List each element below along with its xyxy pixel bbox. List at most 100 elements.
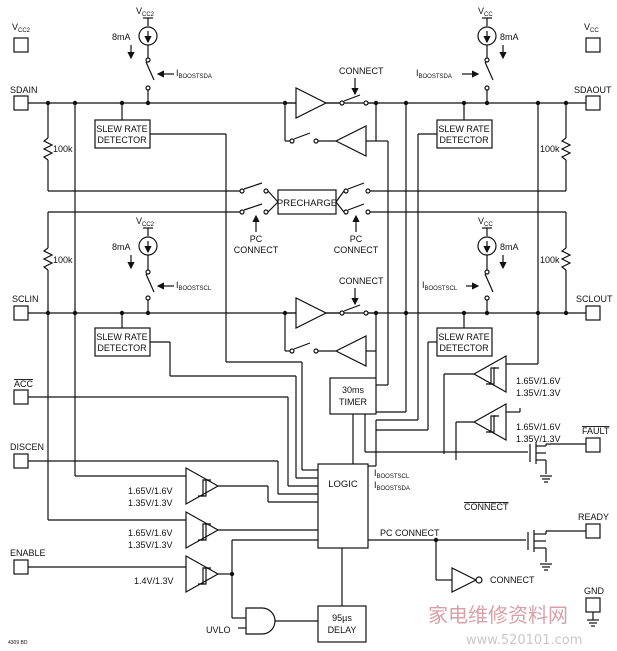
logic-output-iboostscl: IBOOSTSCL [374,468,410,480]
buffer-sda: CONNECT [284,66,384,157]
svg-text:DETECTOR: DETECTOR [439,135,489,145]
svg-text:ENABLE: ENABLE [10,548,46,558]
pin-sdaout: SDAOUT [574,85,612,111]
pin-vcc2-left: VCC2 [12,22,31,53]
svg-text:95µs: 95µs [332,613,352,623]
svg-text:8mA: 8mA [500,242,519,252]
svg-text:CONNECT: CONNECT [234,245,279,255]
pin-sclin: SCLIN [12,294,39,321]
buffer-scl: CONNECT [284,276,384,367]
svg-text:1.35V/1.3V: 1.35V/1.3V [516,388,561,398]
svg-text:1.35V/1.3V: 1.35V/1.3V [128,498,173,508]
pin-discen: DISCEN [10,442,318,495]
svg-text:CONNECT: CONNECT [490,575,535,585]
resistor-sclout: 100k [540,212,572,313]
svg-text:CONNECT: CONNECT [334,245,379,255]
svg-text:IBOOSTSDA: IBOOSTSDA [176,68,212,80]
svg-text:VCC2: VCC2 [136,216,155,228]
current-source-vcc2-scl: VCC2 8mA IBOOSTSCL [112,216,212,313]
svg-text:1.35V/1.3V: 1.35V/1.3V [516,434,561,444]
timer-block: 30ms TIMER [329,140,389,464]
svg-text:SLEW RATE: SLEW RATE [96,124,147,134]
inverter-connect: CONNECT [451,567,535,593]
pin-fault: FAULT [582,426,610,453]
watermark-chinese: 家电维修资料网 [428,603,568,627]
svg-text:DISCEN: DISCEN [10,442,44,452]
resistor-sdain: 100k [42,103,73,191]
current-source-vcc-scl: VCC 8mA IBOOSTSCL [422,216,519,313]
svg-text:SCLOUT: SCLOUT [576,294,613,304]
connect-node: CONNECT [433,502,526,581]
svg-text:IBOOSTSCL: IBOOSTSCL [374,468,410,480]
svg-text:GND: GND [584,586,605,596]
svg-text:8mA: 8mA [500,32,519,42]
svg-text:SDAIN: SDAIN [10,85,38,95]
svg-text:DETECTOR: DETECTOR [97,343,147,353]
svg-text:1.35V/1.3V: 1.35V/1.3V [128,540,173,550]
svg-text:VCC2: VCC2 [136,6,155,18]
svg-text:30ms: 30ms [342,385,365,395]
pin-sdain: SDAIN [10,85,38,111]
nmos-ready [527,530,586,571]
svg-text:VCC: VCC [478,216,493,228]
svg-text:PC: PC [250,234,263,244]
svg-text:SLEW RATE: SLEW RATE [96,332,147,342]
svg-text:FAULT: FAULT [582,426,610,436]
slew-rate-detector-sda-right: SLEW RATE DETECTOR [436,103,493,149]
svg-text:PC CONNECT: PC CONNECT [380,528,440,538]
comparator-sda-ready: 1.65V/1.6V 1.35V/1.3V [443,103,561,454]
svg-text:SLEW RATE: SLEW RATE [438,332,489,342]
slew-rate-detector-sda-left: SLEW RATE DETECTOR [94,103,151,149]
current-source-vcc2-sda: VCC2 8mA IBOOSTSDA [112,6,212,103]
slew-rate-detector-scl-right: SLEW RATE DETECTOR [436,313,493,357]
svg-text:1.65V/1.6V: 1.65V/1.6V [516,422,561,432]
logic-output-iboostsda: IBOOSTSDA [374,480,410,492]
svg-text:VCC: VCC [478,6,493,18]
svg-text:CONNECT: CONNECT [464,502,509,512]
pin-acc: ACC [13,379,318,487]
svg-text:TIMER: TIMER [339,397,367,407]
svg-text:SCLIN: SCLIN [12,294,39,304]
svg-text:VCC: VCC [584,22,599,34]
svg-text:1.65V/1.6V: 1.65V/1.6V [516,376,561,386]
and-gate-uvlo: UVLO [206,607,318,635]
svg-text:DETECTOR: DETECTOR [439,343,489,353]
comparator-scl-ready: 1.65V/1.6V 1.35V/1.3V [455,402,561,460]
part-code: 4309 BD [8,640,28,646]
svg-text:VCC2: VCC2 [12,22,31,34]
svg-text:100k: 100k [53,144,73,154]
svg-text:100k: 100k [53,255,73,265]
resistor-sdaout: 100k [540,103,572,191]
pin-ready: READY [578,512,609,539]
svg-text:100k: 100k [540,144,560,154]
svg-text:PRECHARGE: PRECHARGE [277,198,337,209]
svg-text:8mA: 8mA [112,32,131,42]
svg-text:DELAY: DELAY [328,625,357,635]
pin-enable: ENABLE [10,548,186,575]
svg-text:IBOOSTSCL: IBOOSTSCL [176,280,212,292]
svg-text:DETECTOR: DETECTOR [97,135,147,145]
logic-block: LOGIC [317,463,369,549]
comparator-enable: 1.4V/1.3V [134,539,318,619]
logic-output-pc-connect: PC CONNECT [368,528,440,541]
resistor-sclin: 100k [42,212,73,313]
svg-text:1.65V/1.6V: 1.65V/1.6V [128,528,173,538]
current-source-vcc-sda: VCC 8mA IBOOSTSDA [416,6,519,103]
slew-rate-detector-scl-left: SLEW RATE DETECTOR [94,313,151,357]
svg-text:CONNECT: CONNECT [339,66,384,76]
svg-text:SLEW RATE: SLEW RATE [438,124,489,134]
svg-text:8mA: 8mA [112,242,131,252]
svg-text:1.65V/1.6V: 1.65V/1.6V [128,486,173,496]
svg-text:CONNECT: CONNECT [339,276,384,286]
svg-text:ACC: ACC [14,379,34,389]
pin-gnd: GND [584,586,605,627]
precharge-block: PRECHARGE PC CONNECT PC CONNECT [234,182,379,255]
svg-text:IBOOSTSDA: IBOOSTSDA [416,68,452,80]
nmos-fault [364,414,586,483]
svg-text:IBOOSTSDA: IBOOSTSDA [374,480,410,492]
svg-text:IBOOSTSCL: IBOOSTSCL [422,280,458,292]
pin-sclout: SCLOUT [576,294,613,321]
pin-vcc-right: VCC [584,22,601,53]
comparator-sclin: 1.65V/1.6V 1.35V/1.3V [47,313,318,550]
